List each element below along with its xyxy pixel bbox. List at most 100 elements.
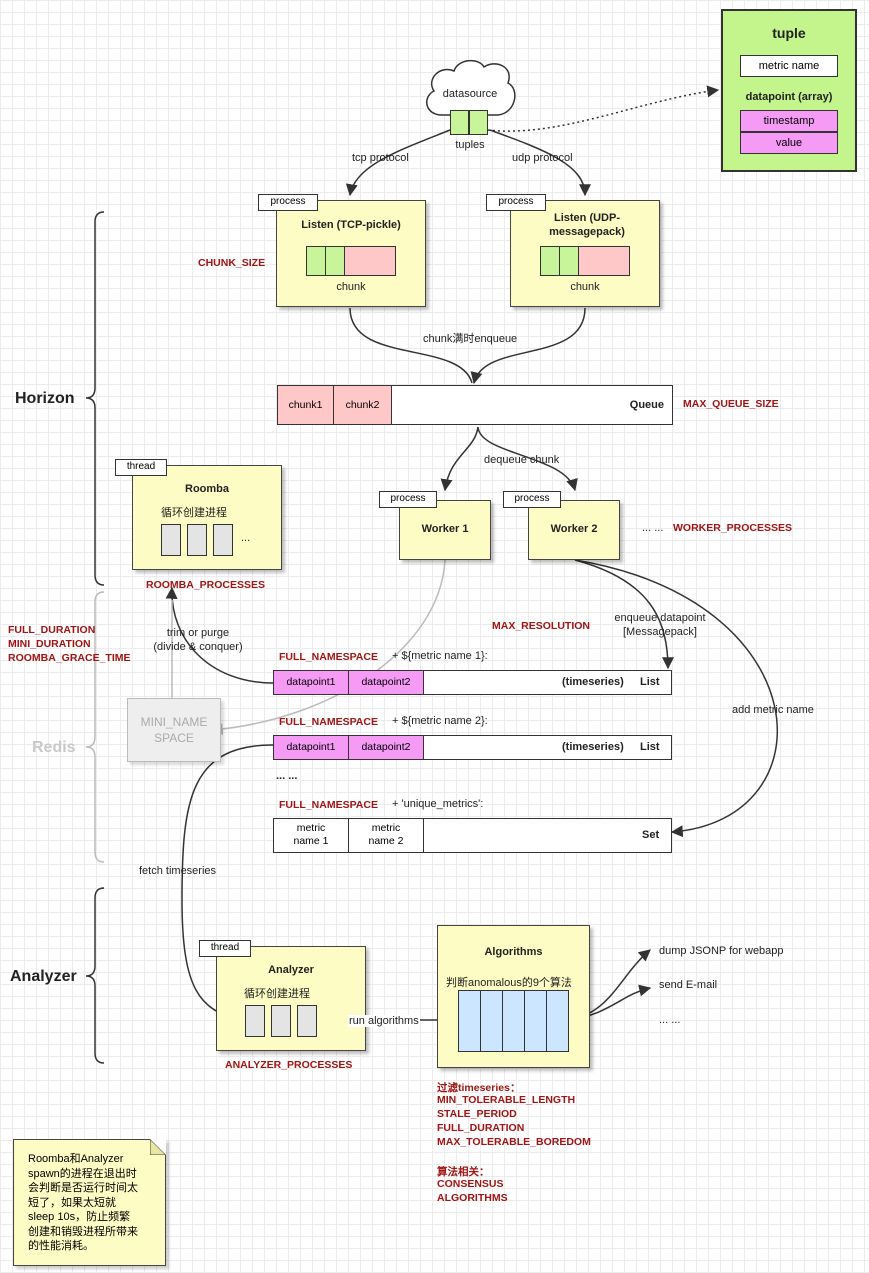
note-line-3: 会判断是否运行时间太	[28, 1182, 138, 1194]
tcp-protocol-label: tcp protocol	[352, 152, 409, 164]
set-metric-name-2: metric name 2	[349, 819, 424, 852]
analyzer-process-2	[271, 1005, 291, 1037]
tuples-label: tuples	[455, 139, 485, 151]
listen-tcp-chunk-cell-3	[344, 246, 396, 276]
note-line-6: 创建和销毁进程所带来	[28, 1225, 138, 1238]
algo-related-item-2: ALGORITHMS	[437, 1192, 508, 1204]
analyzer-process-3	[297, 1005, 317, 1037]
listen-tcp-process: Listen (TCP-pickle) chunk	[276, 200, 426, 307]
note-fold	[150, 1139, 166, 1155]
queue-chunk1: chunk1	[278, 386, 334, 424]
set-metric-name-2-line2: name 2	[368, 835, 404, 847]
listen-tcp-tab: process	[258, 194, 318, 211]
listen-udp-chunk-cell-2	[559, 246, 579, 276]
key1-namespace: FULL_NAMESPACE	[279, 651, 378, 663]
lists-ellipsis: ... ...	[276, 770, 298, 782]
algorithms-title: Algorithms	[484, 946, 543, 958]
tuple-link	[487, 85, 720, 132]
worker1-tab: process	[379, 491, 437, 508]
list1-type: List	[640, 676, 660, 688]
listen-udp-process: Listen (UDP-messagepack) chunk	[510, 200, 660, 307]
worker2-title: Worker 2	[550, 523, 598, 535]
max-resolution-label: MAX_RESOLUTION	[492, 620, 591, 632]
enqueue-datapoint-label-1: enqueue datapoint	[614, 612, 706, 624]
algorithm-cell-5	[546, 990, 569, 1052]
algo-related-heading: 算法相关：	[437, 1166, 490, 1178]
set-metric-name-1-line2: name 1	[293, 835, 329, 847]
list2-type: List	[640, 741, 660, 753]
horizon-label: Horizon	[15, 390, 75, 407]
listen-tcp-chunk-cell-1	[306, 246, 326, 276]
list2-timeseries: (timeseries)	[562, 741, 624, 753]
dequeue-right	[477, 426, 578, 492]
tuple-metric-name: metric name	[740, 55, 838, 77]
tuple-box: tuple metric name datapoint (array) time…	[721, 9, 857, 172]
fetch-timeseries-label: fetch timeseries	[139, 865, 217, 877]
tuple-value: value	[740, 132, 838, 154]
note-line-5: sleep 10s，防止频繁	[28, 1211, 131, 1223]
set-metric-name-2-line1: metric	[371, 822, 401, 834]
note-line-1: Roomba和Analyzer	[28, 1153, 124, 1165]
max-queue-size-label: MAX_QUEUE_SIZE	[683, 398, 779, 410]
datasource-label: datasource	[442, 88, 498, 100]
list1-datapoint1: datapoint1	[274, 671, 349, 694]
note-line-2: spawn的进程在退出时	[28, 1167, 137, 1180]
queue-label: Queue	[629, 399, 664, 411]
filter-item-4: MAX_TOLERABLE_BOREDOM	[437, 1136, 591, 1148]
set-type: Set	[642, 829, 660, 841]
run-algorithms-label: run algorithms	[348, 1015, 420, 1027]
algorithm-cell-1	[458, 990, 481, 1052]
worker1-title: Worker 1	[421, 523, 469, 535]
trim-arrow	[165, 586, 274, 684]
worker-processes-label: WORKER_PROCESSES	[673, 522, 793, 534]
roomba-thread: Roomba 循环创建进程 ...	[132, 465, 282, 570]
roomba-grace-time-label: ROOMBA_GRACE_TIME	[8, 652, 131, 664]
list2-datapoint2: datapoint2	[349, 736, 424, 759]
queue-bar: chunk1 chunk2 Queue	[277, 385, 673, 425]
mini-namespace-label-2: SPACE	[154, 731, 194, 745]
analyzer-tab: thread	[199, 940, 251, 957]
analyzer-label: Analyzer	[10, 968, 77, 985]
mini-namespace-box: MINI_NAME SPACE	[127, 698, 221, 762]
datasource-tuple-1	[450, 110, 469, 135]
analyzer-thread: Analyzer 循环创建进程	[216, 946, 366, 1051]
trim-label-2: (divide & conquer)	[153, 641, 243, 653]
note-line-4: 短了，如果太短就	[28, 1196, 116, 1209]
udp-protocol-label: udp protocol	[512, 152, 573, 164]
roomba-processes-label: ROOMBA_PROCESSES	[146, 579, 266, 591]
full-duration-label: FULL_DURATION	[8, 624, 96, 636]
analyzer-brace	[85, 887, 105, 1064]
list2-datapoint1: datapoint1	[274, 736, 349, 759]
roomba-process-3	[213, 524, 233, 556]
roomba-process-1	[161, 524, 181, 556]
listen-udp-title: Listen (UDP-messagepack)	[549, 212, 625, 238]
listen-udp-chunk-cell-1	[540, 246, 560, 276]
list1-timeseries: (timeseries)	[562, 676, 624, 688]
key2-namespace: FULL_NAMESPACE	[279, 716, 378, 728]
roomba-tab: thread	[115, 459, 167, 476]
list1-bar: datapoint1 datapoint2 (timeseries) List	[273, 670, 672, 695]
note-line-7: 的性能消耗。	[28, 1240, 94, 1252]
filter-heading: 过滤timeseries：	[437, 1082, 521, 1094]
listen-udp-chunk-cell-3	[578, 246, 630, 276]
set-metric-name-1-line1: metric	[296, 822, 326, 834]
algorithm-cell-4	[524, 990, 547, 1052]
worker2-tab: process	[503, 491, 561, 508]
listen-udp-chunk-label: chunk	[570, 281, 600, 293]
key1-suffix: + ${metric name 1}:	[392, 650, 488, 662]
roomba-subtitle: 循环创建进程	[161, 507, 227, 519]
filter-item-1: MIN_TOLERABLE_LENGTH	[437, 1094, 576, 1106]
filter-item-3: FULL_DURATION	[437, 1122, 525, 1134]
mini-namespace-label-1: MINI_NAME	[140, 715, 208, 729]
set-metric-name-1: metric name 1	[274, 819, 349, 852]
output-email-label: send E-mail	[659, 979, 718, 991]
worker-ellipsis: ... ...	[642, 522, 664, 534]
add-metric-arrow	[574, 559, 779, 838]
worker2-process: Worker 2	[528, 500, 620, 560]
algo-related-item-1: CONSENSUS	[437, 1178, 504, 1190]
analyzer-process-1	[245, 1005, 265, 1037]
analyzer-subtitle: 循环创建进程	[244, 988, 310, 1000]
dequeue-label: dequeue chunk	[484, 454, 560, 466]
set-bar: metric name 1 metric name 2 Set	[273, 818, 672, 853]
